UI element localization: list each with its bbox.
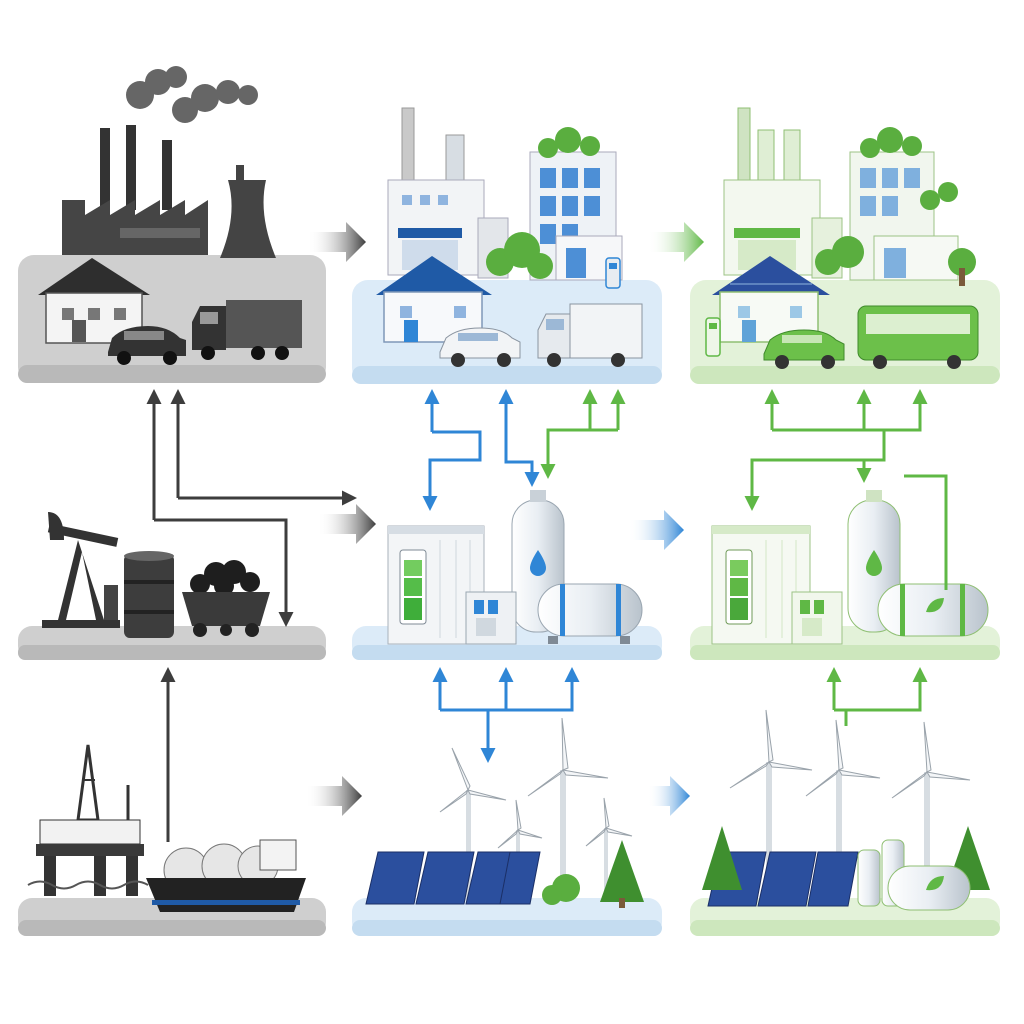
oil-rig-icon [27, 744, 149, 896]
car-icon [439, 327, 521, 367]
green-storage-scene [690, 490, 1000, 660]
fossil-fuels-scene [18, 512, 326, 660]
pump-jack-icon [42, 512, 120, 628]
house-icon [38, 258, 150, 344]
hydrogen-plant-icon [857, 839, 971, 911]
solar-panel-icon [365, 851, 541, 905]
fossil-connectors [146, 389, 357, 842]
factory-icon [62, 125, 208, 255]
transition-end-use-scene [352, 107, 662, 384]
leaf-icon [926, 598, 944, 613]
smoke-icon [126, 66, 258, 123]
truck-icon [537, 303, 643, 367]
lng-tanker-icon [146, 839, 306, 912]
bus-icon [857, 305, 979, 369]
oil-barrel-icon [124, 551, 174, 638]
tree-icon [486, 127, 600, 279]
water-drop-icon [530, 550, 546, 576]
block-arrow [306, 776, 362, 816]
block-arrow [318, 504, 376, 544]
tree-icon [542, 840, 644, 908]
green-renewables-scene [690, 709, 1000, 936]
green-connectors [744, 389, 948, 726]
horizontal-tank-icon [537, 583, 643, 644]
office-building-icon [849, 151, 959, 281]
block-arrow [648, 776, 690, 816]
cooling-tower-icon [220, 165, 276, 258]
block-arrow [648, 222, 704, 262]
block-arrow [628, 510, 684, 550]
transition-renewables-scene [352, 717, 662, 936]
car-icon [763, 329, 845, 369]
tree-icon [815, 127, 976, 286]
wind-turbine-icon [729, 709, 971, 900]
transition-connectors [422, 389, 580, 763]
leaf-icon [926, 876, 944, 891]
house-icon [376, 256, 492, 343]
green-end-use-scene [690, 107, 1000, 384]
water-drop-icon [866, 550, 882, 576]
transition-storage-scene [352, 490, 662, 660]
transition-green-connector [540, 389, 626, 479]
block-arrow [308, 222, 366, 262]
coal-cart-icon [182, 560, 270, 637]
fossil-extraction-scene [18, 744, 326, 936]
fossil-end-use-scene [18, 66, 326, 383]
truck-icon [192, 300, 302, 360]
car-icon [108, 326, 186, 365]
ev-charger-icon [705, 317, 721, 357]
control-cabinet-icon [465, 591, 517, 645]
control-cabinet-icon [791, 591, 843, 645]
horizontal-tank-icon [877, 583, 989, 637]
ev-charger-icon [605, 257, 621, 289]
